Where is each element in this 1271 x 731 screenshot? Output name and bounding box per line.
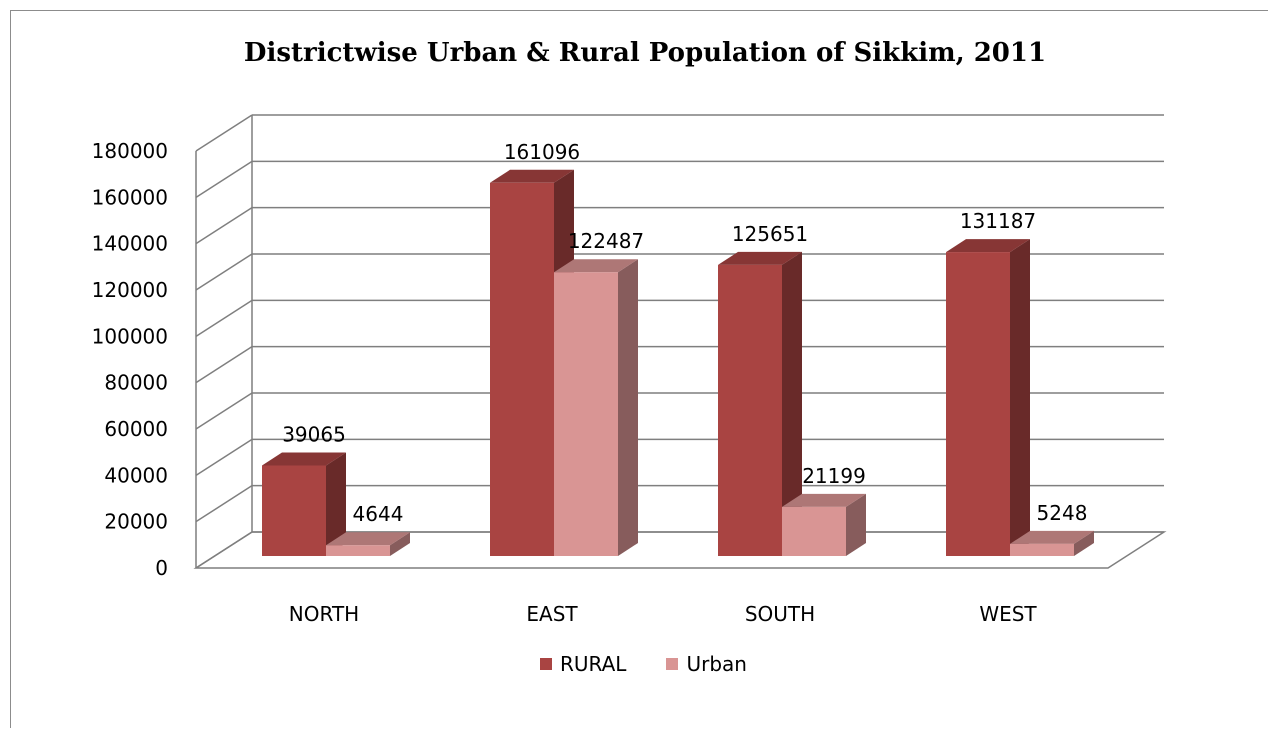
- bar-side: [390, 532, 410, 556]
- legend-label-rural: RURAL: [560, 652, 627, 676]
- gridline-depth: [195, 299, 253, 337]
- data-label: 131187: [960, 209, 1036, 233]
- x-category-label: EAST: [526, 602, 578, 626]
- bar-side: [1010, 239, 1030, 557]
- data-label: 161096: [504, 140, 580, 164]
- bar-top: [1010, 530, 1094, 544]
- gridline-depth: [195, 438, 253, 476]
- bar-top: [326, 532, 410, 546]
- legend-item-rural: RURAL: [540, 652, 626, 676]
- bar-top: [718, 251, 802, 265]
- data-label: 125651: [732, 222, 808, 246]
- x-category-label: WEST: [979, 602, 1037, 626]
- y-tick-label: 60000: [104, 417, 168, 441]
- bar-top: [262, 452, 346, 466]
- legend-label-urban: Urban: [686, 652, 747, 676]
- bar-urban-south: [782, 506, 846, 556]
- y-tick-label: 20000: [104, 510, 168, 534]
- bar-side: [326, 452, 346, 556]
- x-category-label: NORTH: [289, 602, 359, 626]
- bar-top: [782, 493, 866, 507]
- y-tick-label: 40000: [104, 463, 168, 487]
- gridline-depth: [195, 392, 253, 430]
- data-label: 5248: [1037, 501, 1088, 525]
- chart-floor: [193, 531, 1167, 569]
- x-category-label: SOUTH: [745, 602, 815, 626]
- gridline-depth: [195, 253, 253, 291]
- y-tick-label: 180000: [92, 139, 168, 163]
- bar-urban-north: [326, 545, 390, 556]
- y-tick-label: 160000: [92, 185, 168, 209]
- bar-urban-east: [554, 272, 618, 556]
- gridline-depth: [195, 207, 253, 245]
- bar-rural-north: [262, 465, 326, 556]
- bar-rural-east: [490, 182, 554, 557]
- bar-side: [782, 251, 802, 557]
- bar-rural-south: [718, 264, 782, 556]
- y-tick-label: 120000: [92, 278, 168, 302]
- legend-swatch-rural: [540, 658, 552, 670]
- data-label: 4644: [353, 502, 404, 526]
- data-label: 122487: [568, 229, 644, 253]
- y-tick-label: 0: [155, 556, 168, 580]
- bar-urban-west: [1010, 543, 1074, 556]
- y-tick-label: 140000: [92, 232, 168, 256]
- chart-legend: RURAL Urban: [540, 652, 787, 676]
- data-label: 21199: [802, 464, 866, 488]
- bar-top: [554, 259, 638, 273]
- bar-side: [1074, 530, 1094, 556]
- gridline-depth: [195, 114, 253, 152]
- chart-frame: [10, 10, 1268, 728]
- gridline-depth: [195, 485, 253, 523]
- chart-title: Districtwise Urban & Rural Population of…: [243, 38, 1047, 68]
- gridline-depth: [195, 160, 253, 198]
- bar-rural-west: [946, 252, 1010, 557]
- legend-item-urban: Urban: [666, 652, 747, 676]
- y-tick-label: 100000: [92, 324, 168, 348]
- bar-side: [846, 493, 866, 556]
- legend-swatch-urban: [666, 658, 679, 670]
- bar-top: [490, 169, 574, 183]
- bar-top: [946, 239, 1030, 253]
- y-tick-label: 80000: [104, 371, 168, 395]
- bar-side: [618, 259, 638, 556]
- gridline-depth: [195, 346, 253, 384]
- data-label: 39065: [282, 422, 346, 446]
